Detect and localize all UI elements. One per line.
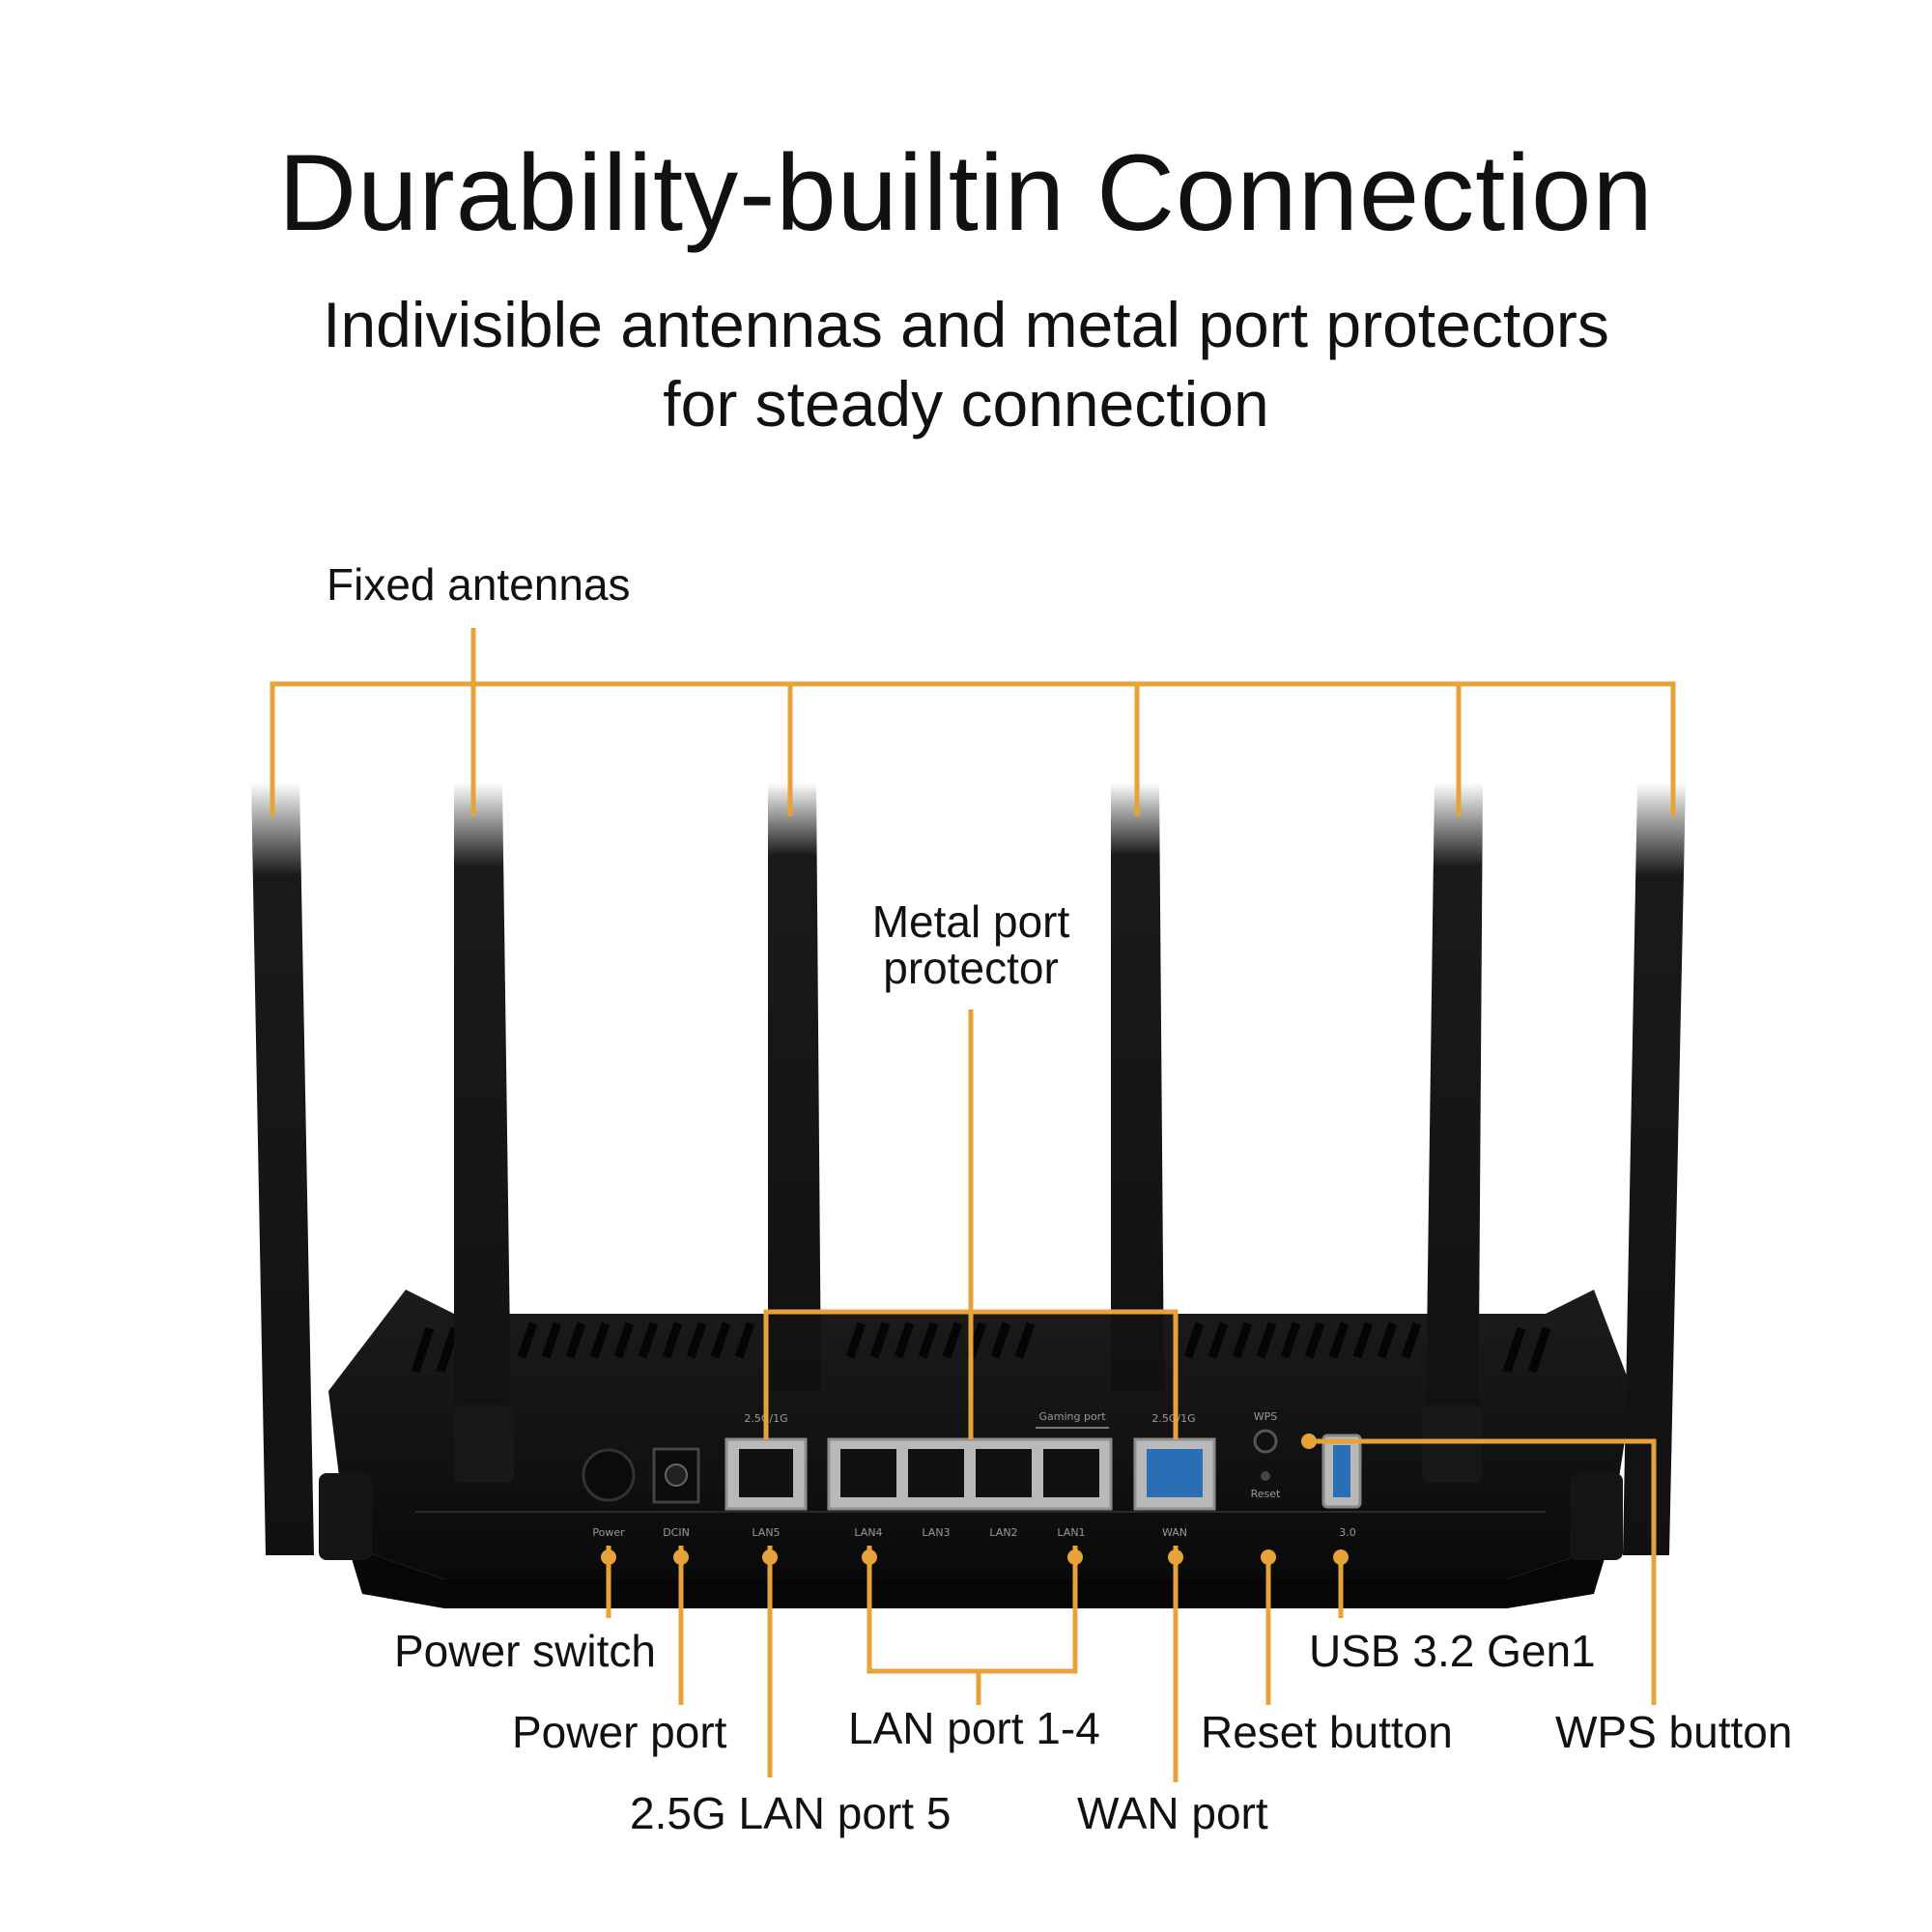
callout-reset: Reset button	[1201, 1707, 1453, 1757]
panel-label-lan5: LAN5	[752, 1526, 780, 1539]
callout-lan5: 2.5G LAN port 5	[630, 1788, 952, 1838]
panel-label-lan4: LAN4	[854, 1526, 882, 1539]
page-title: Durability-builtin Connection	[278, 132, 1654, 253]
power-switch	[582, 1448, 636, 1502]
panel-label-gaming-port: Gaming port	[1038, 1410, 1106, 1423]
callout-power-switch: Power switch	[394, 1626, 656, 1676]
router-body	[328, 1290, 1633, 1608]
callout-metal-line-2: protector	[883, 943, 1059, 993]
panel-label-lan1: LAN1	[1057, 1526, 1085, 1539]
callout-metal-line-1: Metal port	[871, 896, 1070, 947]
callout-fixed-antennas: Fixed antennas	[327, 559, 631, 610]
callout-power-port: Power port	[512, 1707, 727, 1757]
antenna-5	[1422, 782, 1483, 1483]
panel-label-wps: WPS	[1254, 1410, 1278, 1423]
callout-dots	[601, 1434, 1349, 1565]
callout-wps: WPS button	[1555, 1707, 1793, 1757]
panel-label-wan: WAN	[1162, 1526, 1187, 1539]
callout-usb: USB 3.2 Gen1	[1309, 1626, 1596, 1676]
lan1-4-ports	[827, 1437, 1113, 1511]
antenna-1	[251, 782, 372, 1560]
panel-label-reset: Reset	[1251, 1488, 1281, 1500]
panel-label-dcin: DCIN	[663, 1526, 690, 1539]
panel-label-lan2: LAN2	[989, 1526, 1017, 1539]
vent-slots	[411, 1321, 1551, 1374]
antenna-3	[768, 782, 821, 1391]
wan-port	[1133, 1437, 1216, 1511]
usb-port	[1321, 1434, 1362, 1509]
panel-label-lan3: LAN3	[922, 1526, 950, 1539]
callout-wan: WAN port	[1077, 1788, 1268, 1838]
panel-label-usb: 3.0	[1339, 1526, 1356, 1539]
reset-pinhole	[1261, 1471, 1270, 1481]
subtitle-line-1: Indivisible antennas and metal port prot…	[323, 289, 1609, 360]
page-subtitle: Indivisible antennas and metal port prot…	[0, 285, 1932, 443]
antenna-2	[454, 782, 514, 1483]
wps-button	[1253, 1429, 1278, 1454]
callout-lan1-4: LAN port 1-4	[848, 1703, 1100, 1753]
callout-metal-port-protector: Metal port protector	[872, 898, 1070, 991]
callout-lines	[270, 628, 1676, 1782]
panel-label-power: Power	[592, 1526, 625, 1539]
power-port	[652, 1447, 700, 1504]
subtitle-line-2: for steady connection	[663, 368, 1269, 440]
antenna-6	[1570, 782, 1686, 1560]
antenna-4	[1111, 782, 1164, 1391]
lan5-port	[724, 1437, 808, 1511]
